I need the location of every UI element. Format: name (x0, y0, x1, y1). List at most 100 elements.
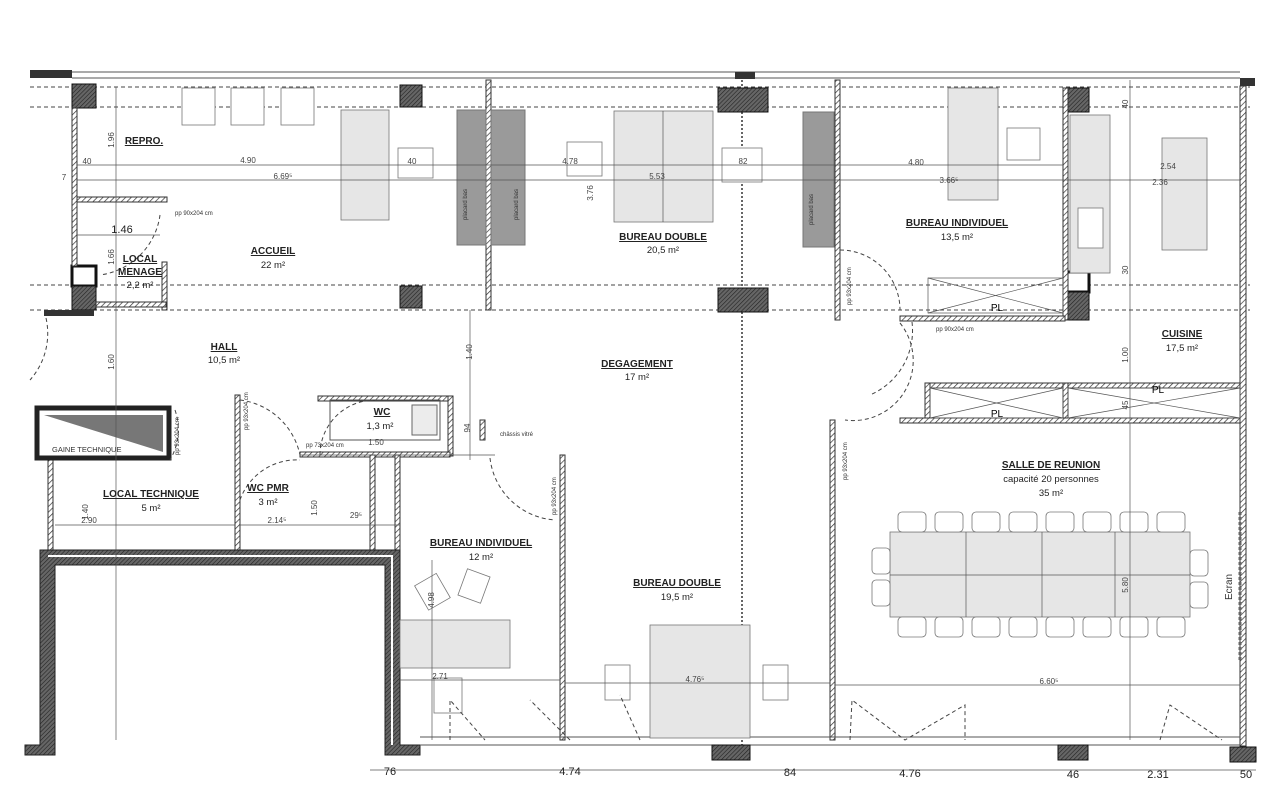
gaine-technique-label: GAINE TECHNIQUE (52, 445, 121, 454)
meeting-chairs (871, 511, 1209, 638)
dimension: 2.36 (1152, 178, 1168, 187)
dimension-labels: 1.96 40 4.90 7 6.69⁵ 40 1.46 1.66 1.60 1… (62, 99, 1252, 781)
room-salle-reunion-capacity: capacité 20 personnes (1003, 474, 1099, 485)
room-wc-area: 1,3 m² (367, 421, 394, 432)
doors (29, 214, 1223, 741)
room-bureau-individuel-bottom: BUREAU INDIVIDUEL (430, 538, 532, 549)
room-bureau-double-top-area: 20,5 m² (647, 245, 679, 256)
dimension: 5.53 (649, 172, 665, 181)
room-hall: HALL (211, 342, 238, 353)
dimension: 2.31 (1147, 769, 1168, 781)
room-hall-area: 10,5 m² (208, 355, 240, 366)
bottom-facade (370, 736, 1257, 771)
dimension: 4.76⁵ (686, 675, 705, 684)
pl-label: PL (991, 303, 1004, 314)
furniture (181, 87, 1242, 739)
dimension: 1.50 (310, 500, 319, 516)
room-local-technique: LOCAL TECHNIQUE (103, 489, 199, 500)
dimension: 76 (384, 766, 396, 778)
room-accueil: ACCUEIL (251, 246, 295, 257)
room-wc-pmr: WC PMR (247, 483, 289, 494)
room-bureau-double-bottom-area: 19,5 m² (661, 592, 693, 603)
dimension: 40 (408, 157, 417, 166)
dimension: 4.76 (899, 768, 920, 780)
pl-label: PL (1152, 385, 1165, 396)
gaine-technique: GAINE TECHNIQUE (34, 405, 172, 461)
room-cuisine-area: 17,5 m² (1166, 343, 1198, 354)
dimension: 45 (1121, 400, 1130, 409)
room-local-menage-area: 2,2 m² (127, 280, 154, 291)
dimension: 30 (1121, 265, 1130, 274)
dimension: 2.54 (1160, 162, 1176, 171)
dimension: 84 (784, 767, 796, 779)
placard-label: placard bas (463, 189, 469, 220)
dimension: 4.98 (427, 592, 436, 608)
dimension: 46 (1067, 769, 1079, 781)
room-local-technique-area: 5 m² (142, 503, 161, 514)
walls (47, 79, 1247, 747)
room-bureau-individuel-top-area: 13,5 m² (941, 232, 973, 243)
dimension: 2.71 (432, 672, 448, 681)
pl-label: PL (991, 409, 1004, 420)
pl-box (927, 277, 1241, 419)
dimension: 4.78 (562, 157, 578, 166)
dimension: 5.80 (1121, 577, 1130, 593)
placard-label: placard bas (514, 189, 520, 220)
door-size-label: pp 93x204 cm (175, 417, 181, 455)
room-local-menage-1: LOCAL (123, 254, 157, 265)
dimension: 40 (83, 157, 92, 166)
dimension: 29⁵ (350, 511, 362, 520)
dimension-lines (55, 80, 1240, 740)
ecran-label: Ecran (1224, 574, 1235, 600)
door-size-label: pp 90x204 cm (175, 211, 213, 217)
dimension: 2.14⁵ (268, 516, 287, 525)
door-size-label: pp 73x204 cm (306, 443, 344, 449)
dimension: 1.50 (368, 438, 384, 447)
door-size-label: pp 90x204 cm (936, 327, 974, 333)
door-size-label: pp 93x204 cm (847, 267, 853, 305)
dimension: 7 (62, 173, 67, 182)
dimension: 1.96 (107, 132, 116, 148)
dimension: 4.90 (240, 156, 256, 165)
room-salle-reunion-area: 35 m² (1039, 488, 1063, 499)
dimension: 6.60⁵ (1040, 677, 1059, 686)
room-repro: REPRO. (125, 136, 164, 147)
dimension: 82 (739, 157, 748, 166)
room-accueil-area: 22 m² (261, 260, 285, 271)
dimension: 1.40 (465, 344, 474, 360)
dimension: 1.00 (1121, 347, 1130, 363)
room-labels: REPRO. ACCUEIL 22 m² LOCAL MENAGE 2,2 m²… (103, 136, 1203, 603)
door-size-label: pp 93x204 cm (552, 477, 558, 515)
annotations: PL PL PL châssis vitré Ecran pp 90x204 c… (175, 211, 1235, 600)
room-wc-pmr-area: 3 m² (259, 497, 278, 508)
top-facade (30, 70, 1255, 86)
dimension: 3.76 (586, 185, 595, 201)
exterior-terrace-wall (24, 549, 421, 756)
columns (44, 83, 1091, 321)
room-degagement: DEGAGEMENT (601, 359, 673, 370)
dimension: 50 (1240, 769, 1252, 781)
room-cuisine: CUISINE (1162, 329, 1203, 340)
door-size-label: pp 93x204 cm (843, 442, 849, 480)
room-local-menage-2: MENAGE (118, 267, 162, 278)
placard-label: placard bas (809, 194, 815, 225)
dimension: 94 (463, 423, 472, 432)
room-wc: WC (374, 407, 391, 418)
dimension: 1.66 (107, 249, 116, 265)
dimension: 2.90 (81, 516, 97, 525)
placards: placard bas placard bas placard bas (456, 109, 835, 248)
room-degagement-area: 17 m² (625, 372, 649, 383)
room-bureau-individuel-top: BUREAU INDIVIDUEL (906, 218, 1008, 229)
dimension: 1.60 (107, 354, 116, 370)
chassis-vitre-label: châssis vitré (500, 432, 534, 438)
door-size-label: pp 93x204 cm (244, 392, 250, 430)
dimension: 40 (1121, 99, 1130, 108)
dimension: 3.66⁵ (940, 176, 959, 185)
dimension: 4.80 (908, 158, 924, 167)
room-bureau-double-top: BUREAU DOUBLE (619, 232, 707, 243)
room-bureau-double-bottom: BUREAU DOUBLE (633, 578, 721, 589)
room-salle-reunion: SALLE DE REUNION (1002, 460, 1100, 471)
dimension: 6.69⁵ (274, 172, 293, 181)
dimension: 1.40 (81, 504, 90, 520)
